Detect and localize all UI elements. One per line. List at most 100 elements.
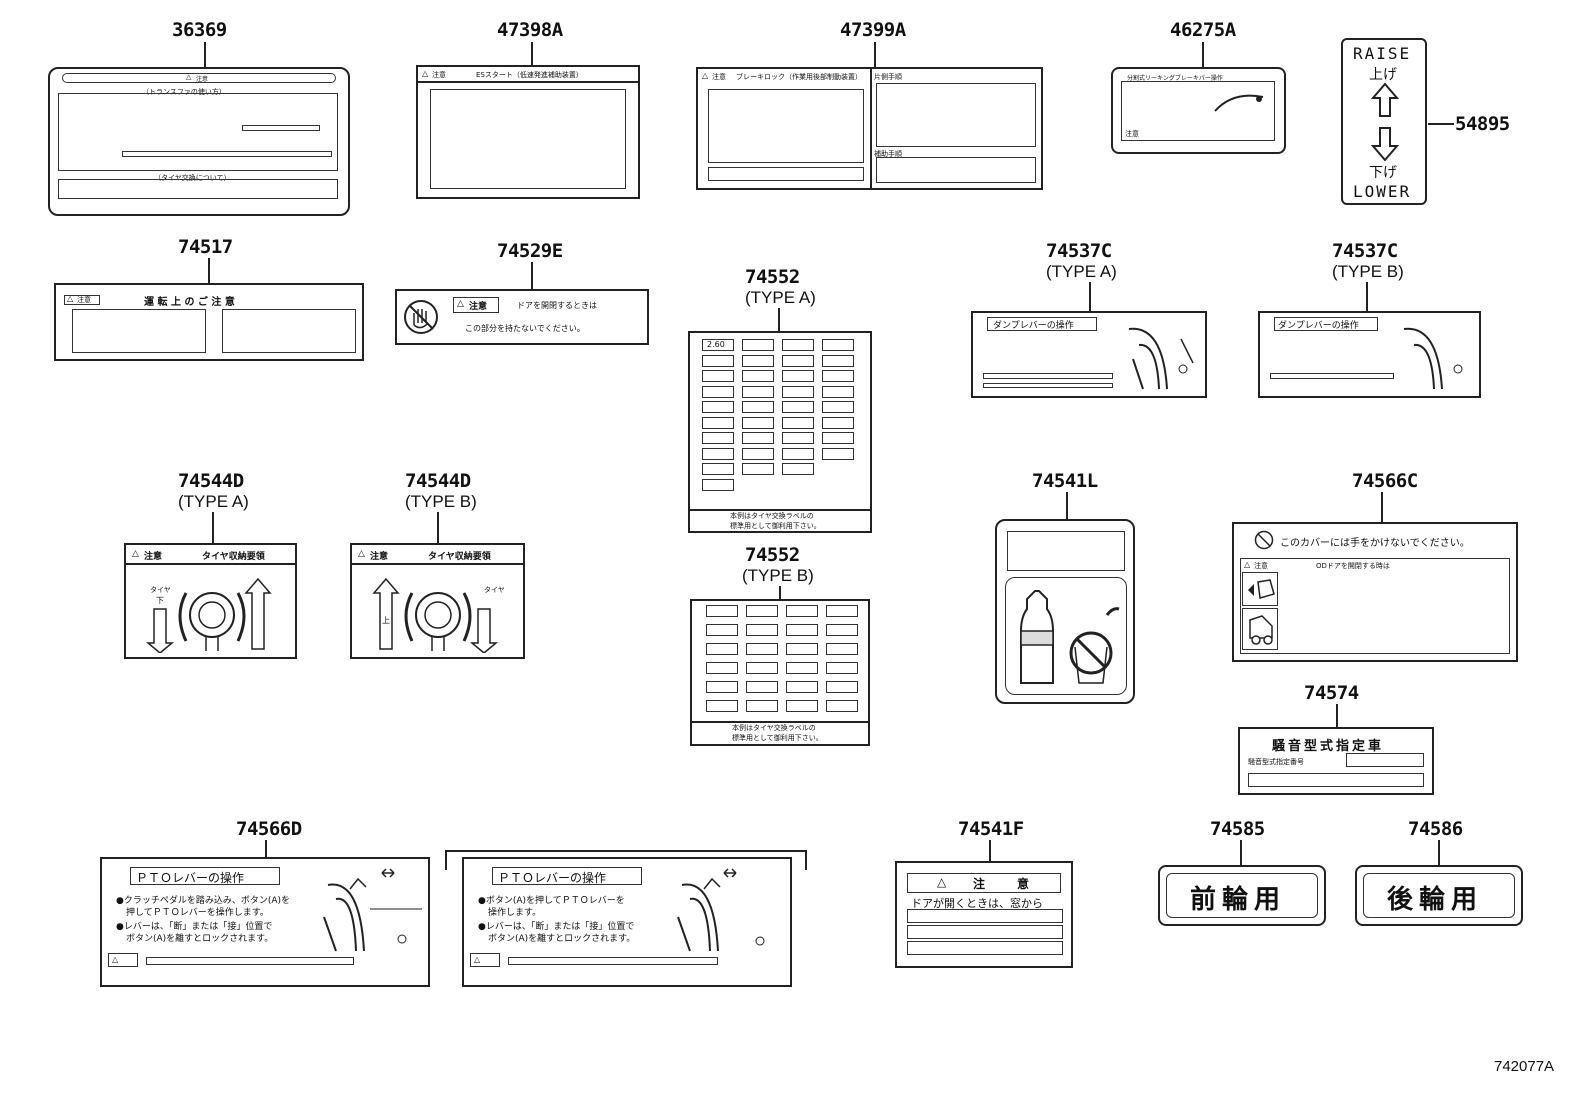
warning-icon: △ bbox=[702, 71, 709, 80]
title-box bbox=[130, 867, 280, 885]
bracket-line bbox=[805, 850, 807, 870]
blank-cell bbox=[702, 478, 734, 491]
leader-line bbox=[779, 586, 781, 600]
warning-text: 注意 bbox=[370, 552, 389, 562]
title-box bbox=[987, 317, 1097, 331]
warning-text: 注 意 bbox=[973, 877, 1040, 891]
blank-cell bbox=[702, 463, 734, 475]
leader-line bbox=[1428, 123, 1454, 125]
type-b-text: (TYPE B) bbox=[1332, 262, 1404, 281]
leader-line bbox=[212, 512, 214, 544]
blank-cell bbox=[702, 370, 734, 382]
leader-line bbox=[989, 840, 991, 862]
down-text: 下 bbox=[156, 596, 164, 605]
label-74566d-right: ＰＴＯレバーの操作 ●ボタン(A)を押してＰＴＯレバーを 操作します。 ●レバー… bbox=[462, 857, 792, 987]
label-line-2: この部分を持たないでください。 bbox=[465, 324, 585, 333]
text-line bbox=[907, 941, 1063, 955]
sub-text: 騒音型式指定番号 bbox=[1248, 758, 1304, 766]
blank-cell bbox=[706, 662, 738, 674]
pto-lever-diagram-icon bbox=[323, 868, 422, 952]
blank-cell bbox=[826, 681, 858, 693]
label-title: ブレーキロック（作業用後部制動装置） bbox=[736, 73, 862, 81]
content-panel bbox=[1240, 558, 1510, 654]
tire-storage-diagram-icon bbox=[372, 577, 499, 653]
label-title: 騒音型式指定車 bbox=[1272, 739, 1385, 754]
part-number-74552-a: 74552 bbox=[745, 266, 800, 288]
lower-jp-text: 下げ bbox=[1369, 165, 1397, 181]
leader-line bbox=[1089, 282, 1091, 312]
warning-icon: △ bbox=[1244, 560, 1251, 569]
footer-line-1: 本例はタイヤ交換ラベルの bbox=[730, 512, 814, 520]
blank-cell bbox=[826, 605, 858, 617]
raise-jp-text: 上げ bbox=[1369, 67, 1397, 83]
footer-line-1: 本例はタイヤ交換ラベルの bbox=[732, 724, 816, 732]
blank-cell bbox=[822, 339, 854, 351]
text-line bbox=[907, 909, 1063, 923]
blank-cell bbox=[742, 370, 774, 382]
header-text: このカバーには手をかけないでください。 bbox=[1280, 538, 1470, 549]
inner-border bbox=[1363, 873, 1515, 918]
part-number-36369: 36369 bbox=[172, 19, 227, 41]
label-74566d-left: ＰＴＯレバーの操作 ●クラッチペダルを踏み込み、ボタン(A)を 押してＰＴＯレバ… bbox=[100, 857, 430, 987]
text-line bbox=[907, 925, 1063, 939]
type-b-text: (TYPE B) bbox=[405, 492, 477, 511]
blank-cell bbox=[742, 354, 774, 367]
blank-cell bbox=[746, 681, 778, 693]
blank-cell bbox=[742, 401, 774, 413]
pto-lever-diagram-icon bbox=[677, 868, 765, 952]
no-hand-icon bbox=[404, 300, 438, 334]
up-text: 上 bbox=[382, 616, 390, 625]
number-box bbox=[1346, 753, 1424, 767]
bracket-line bbox=[445, 850, 447, 870]
blank-cell bbox=[746, 605, 778, 617]
inner-border bbox=[1166, 873, 1318, 918]
instruction-line-3: ●レバーは、「断」または「接」位置で bbox=[116, 922, 273, 932]
blank-cell bbox=[706, 624, 738, 636]
blank-cell bbox=[742, 432, 774, 444]
blank-cell bbox=[706, 681, 738, 693]
blank-cell bbox=[822, 447, 854, 460]
text-panel bbox=[708, 89, 864, 163]
label-74544d-b: △ 注意 タイヤ収納要領 タイヤ 上 bbox=[350, 543, 525, 659]
label-74529e: △ 注意 ドアを開閉するときは この部分を持たないでください。 bbox=[395, 289, 649, 345]
blank-cell bbox=[706, 605, 738, 617]
section-title: （タイヤ交換について） bbox=[154, 174, 231, 182]
text-panel bbox=[876, 83, 1036, 147]
instruction-line-4: ボタン(A)を離すとロックされます。 bbox=[126, 934, 274, 944]
leader-line bbox=[1381, 492, 1383, 523]
label-74541l bbox=[995, 519, 1135, 704]
label-title: 運 転 上 の ご 注 意 bbox=[144, 297, 235, 308]
blank-cell bbox=[746, 700, 778, 712]
warning-text: 注意 bbox=[469, 302, 488, 312]
part-number-74566c: 74566C bbox=[1352, 470, 1418, 492]
blank-cell bbox=[746, 662, 778, 674]
warning-header bbox=[907, 873, 1061, 893]
text-panel bbox=[222, 309, 356, 353]
warning-icon: △ bbox=[186, 73, 192, 81]
text-line bbox=[508, 957, 718, 965]
truck-icon bbox=[1249, 615, 1273, 645]
diagram-reference-code: 742077A bbox=[1494, 1058, 1555, 1075]
instruction-line-1: ●ボタン(A)を押してＰＴＯレバーを bbox=[478, 896, 625, 906]
leader-line bbox=[1336, 704, 1338, 728]
warning-box bbox=[470, 953, 500, 967]
divider bbox=[418, 81, 638, 83]
no-drinks-icon bbox=[1020, 590, 1120, 684]
warning-text: 注意 bbox=[144, 552, 163, 562]
blank-cell bbox=[782, 339, 814, 351]
label-title: タイヤ収納要領 bbox=[428, 552, 491, 562]
divider bbox=[692, 721, 868, 723]
blank-cell bbox=[702, 432, 734, 444]
blank-cell bbox=[786, 662, 818, 674]
leader-line bbox=[874, 42, 876, 68]
leader-line bbox=[1240, 840, 1242, 866]
blank-cell bbox=[742, 447, 774, 460]
text-panel bbox=[72, 309, 206, 353]
blank-cell bbox=[826, 643, 858, 655]
part-number-74537c-b: 74537C bbox=[1332, 240, 1398, 262]
leader-line bbox=[208, 258, 210, 284]
label-title: ＰＴＯレバーの操作 bbox=[498, 871, 607, 885]
label-title: 分割式リーキングブレーキパー操作 bbox=[1127, 75, 1223, 82]
blank-cell bbox=[702, 447, 734, 460]
part-number-74517: 74517 bbox=[178, 236, 233, 258]
